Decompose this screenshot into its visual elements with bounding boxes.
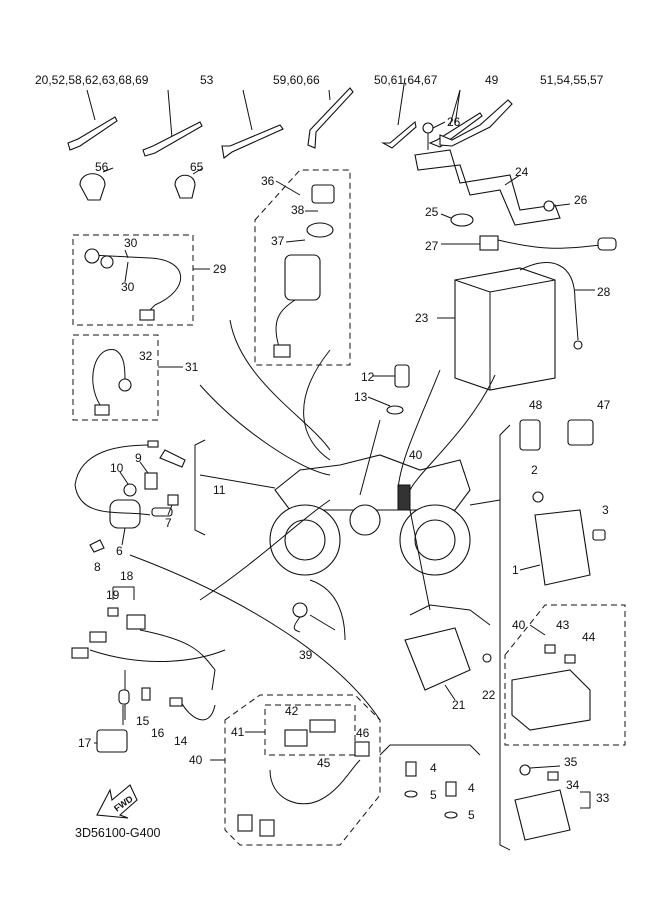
cable-tie-group	[67, 77, 513, 159]
switch-39	[292, 579, 346, 641]
callout-34: 34	[566, 778, 580, 792]
callout-45: 45	[317, 756, 331, 770]
callout-36: 36	[261, 174, 275, 188]
callout-37: 37	[271, 234, 285, 248]
callout-13: 13	[354, 390, 368, 404]
callout-23: 23	[415, 311, 429, 325]
callout-24: 24	[515, 165, 529, 179]
callout-ties-a: 20,52,58,62,63,68,69	[35, 73, 149, 87]
callout-4: 4	[430, 761, 437, 775]
callout-2: 2	[531, 463, 538, 477]
callout-14: 14	[174, 734, 188, 748]
rectifier-regulator	[404, 604, 492, 701]
callout-26: 26	[447, 115, 461, 129]
atv-body	[129, 319, 501, 721]
callout-25: 25	[425, 205, 439, 219]
callout-12: 12	[361, 370, 375, 384]
callout-15: 15	[136, 714, 150, 728]
callout-26: 26	[574, 193, 588, 207]
callout-35: 35	[564, 755, 578, 769]
callout-21: 21	[452, 698, 466, 712]
callout-30: 30	[121, 280, 135, 294]
callout-43: 43	[556, 618, 570, 632]
callout-27: 27	[425, 239, 439, 253]
callout-1: 1	[512, 563, 519, 577]
wire-harness-box-31	[72, 334, 183, 421]
callout-ties-b: 59,60,66	[273, 73, 320, 87]
ignition-coil-group	[74, 439, 206, 553]
callout-39: 39	[299, 648, 313, 662]
callout-28: 28	[597, 285, 611, 299]
callout-56: 56	[95, 160, 109, 174]
bolts-washers	[379, 744, 481, 819]
harness-group-left	[71, 586, 226, 753]
callout-38: 38	[291, 203, 305, 217]
callout-11: 11	[213, 483, 226, 497]
callout-47: 47	[597, 398, 611, 412]
callout-44: 44	[582, 630, 596, 644]
callout-5: 5	[430, 788, 437, 802]
callout-32: 32	[139, 349, 153, 363]
callout-29: 29	[213, 262, 227, 276]
callout-46: 46	[356, 726, 370, 740]
callout-33: 33	[596, 791, 610, 805]
callout-7: 7	[165, 516, 172, 530]
callout-40: 40	[409, 448, 423, 462]
wire-harness-box-40	[210, 694, 381, 846]
callout-8: 8	[94, 560, 101, 574]
callout-31: 31	[185, 360, 199, 374]
starter-relay-box	[504, 604, 626, 746]
callout-40: 40	[189, 753, 203, 767]
sensor-12	[367, 364, 410, 415]
callout-5: 5	[468, 808, 475, 822]
callout-22: 22	[482, 688, 496, 702]
callout-4: 4	[468, 781, 475, 795]
clamps	[79, 167, 204, 201]
callout-49: 49	[485, 73, 499, 87]
callout-41: 41	[231, 725, 245, 739]
callout-ties-d: 51,54,55,57	[540, 73, 604, 87]
callout-9: 9	[135, 451, 142, 465]
callout-19: 19	[106, 588, 120, 602]
main-switch-assembly	[254, 169, 351, 366]
callout-30: 30	[124, 236, 138, 250]
callout-65: 65	[190, 160, 204, 174]
wire-harness-box-29	[72, 234, 210, 326]
callout-40: 40	[512, 618, 526, 632]
callout-17: 17	[78, 736, 92, 750]
starter-relay	[514, 764, 591, 841]
battery	[437, 235, 617, 391]
fwd-arrow	[96, 784, 138, 819]
callout-42: 42	[285, 704, 299, 718]
callout-ties-c: 50,61,64,67	[374, 73, 438, 87]
callout-10: 10	[110, 461, 124, 475]
callout-16: 16	[151, 726, 165, 740]
diagram-code: 3D56100-G400	[75, 826, 161, 840]
callout-6: 6	[116, 544, 123, 558]
callout-48: 48	[529, 398, 543, 412]
callout-53: 53	[200, 73, 214, 87]
callout-3: 3	[602, 503, 609, 517]
battery-bracket	[414, 121, 571, 227]
callout-18: 18	[120, 569, 134, 583]
cdi-relay-group	[499, 419, 606, 851]
